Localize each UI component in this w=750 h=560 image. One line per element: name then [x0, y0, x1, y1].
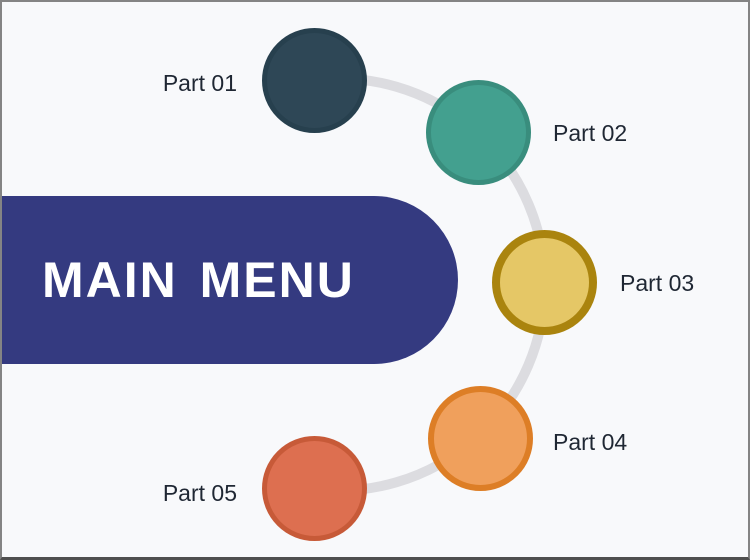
part-02-label: Part 02	[553, 120, 628, 146]
main-menu-title: MAIN MENU	[42, 252, 355, 308]
part-01-circle[interactable]	[262, 28, 367, 133]
part-01-label: Part 01	[162, 70, 237, 96]
part-04-label: Part 04	[553, 429, 628, 455]
part-04-circle[interactable]	[428, 386, 533, 491]
part-05-circle[interactable]	[262, 436, 367, 541]
part-05-label: Part 05	[162, 480, 237, 506]
part-03-label: Part 03	[620, 270, 695, 296]
part-02-circle[interactable]	[426, 80, 531, 185]
part-03-circle[interactable]	[492, 230, 597, 335]
main-menu-pill: MAIN MENU	[2, 196, 458, 364]
